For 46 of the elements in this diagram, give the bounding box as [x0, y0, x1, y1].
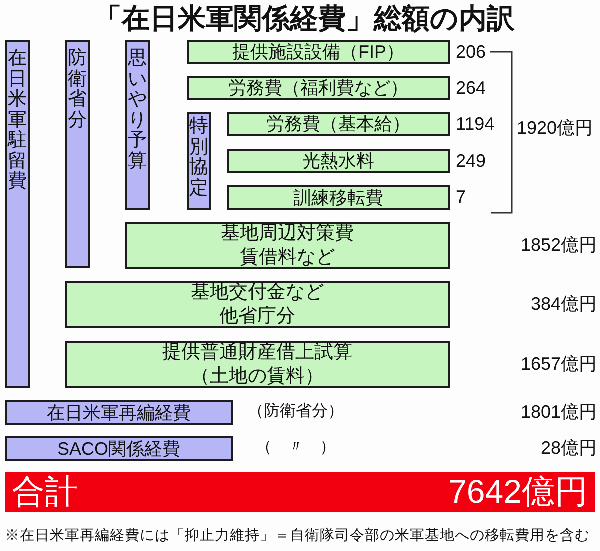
cost-box	[227, 149, 450, 173]
total-label: 合計	[12, 473, 78, 511]
amount-label: 7	[456, 186, 466, 208]
cost-box	[187, 76, 450, 100]
cost-box	[5, 400, 233, 425]
amount-label: 1657億円	[520, 353, 597, 375]
cost-box	[227, 185, 450, 210]
subtotal-label: 1920億円	[517, 117, 594, 139]
total-amount: 7642億円	[448, 473, 588, 511]
item-label: 労務費（基本給）	[266, 113, 410, 135]
amount-label: 1852億円	[520, 234, 597, 256]
item-label: 基地交付金など他省庁分	[190, 280, 325, 328]
total-band	[5, 472, 595, 512]
cost-box	[65, 281, 450, 328]
category-label: 思いやり予算	[128, 49, 147, 172]
category-bar	[5, 40, 30, 388]
cost-box	[187, 40, 450, 64]
note-label: （防衛省分）	[248, 402, 344, 422]
category-label: 防衛省分	[68, 49, 87, 131]
amount-label: 1194	[456, 113, 495, 135]
item-label: 光熱水料	[302, 150, 374, 172]
item-label: 基地周辺対策費賃借料など	[220, 222, 355, 270]
category-bar	[65, 40, 90, 268]
amount-label: 249	[456, 150, 486, 172]
category-bar	[125, 40, 150, 210]
amount-label: 28億円	[540, 437, 597, 459]
cost-box	[5, 436, 233, 461]
item-label: 労務費（福利費など）	[228, 77, 408, 99]
item-label: 提供施設設備（FIP）	[232, 41, 404, 63]
category-bar	[187, 112, 211, 210]
amount-label: 264	[456, 77, 486, 99]
title: 「在日米軍関係経費」総額の内訳	[94, 2, 515, 36]
category-label: 在日米軍駐留費	[8, 49, 27, 192]
category-label: 特別協定	[190, 117, 208, 199]
cost-box	[227, 112, 450, 136]
cost-box	[65, 341, 450, 388]
item-label: 在日米軍再編経費	[47, 402, 191, 424]
amount-label: 384億円	[530, 293, 597, 315]
note-label: （ 〃 ）	[256, 438, 336, 458]
cost-box	[125, 222, 450, 269]
item-label: 訓練移転費	[294, 186, 384, 208]
footnote: ※在日米軍再編経費には「抑止力維持」＝自衛隊司令部の米軍基地への移転費用を含む	[5, 526, 590, 546]
item-label: SACO関係経費	[57, 438, 180, 460]
amount-label: 206	[456, 41, 486, 63]
item-label: 提供普通財産借上試算（土地の賃料）	[162, 340, 354, 388]
amount-label: 1801億円	[520, 401, 597, 423]
